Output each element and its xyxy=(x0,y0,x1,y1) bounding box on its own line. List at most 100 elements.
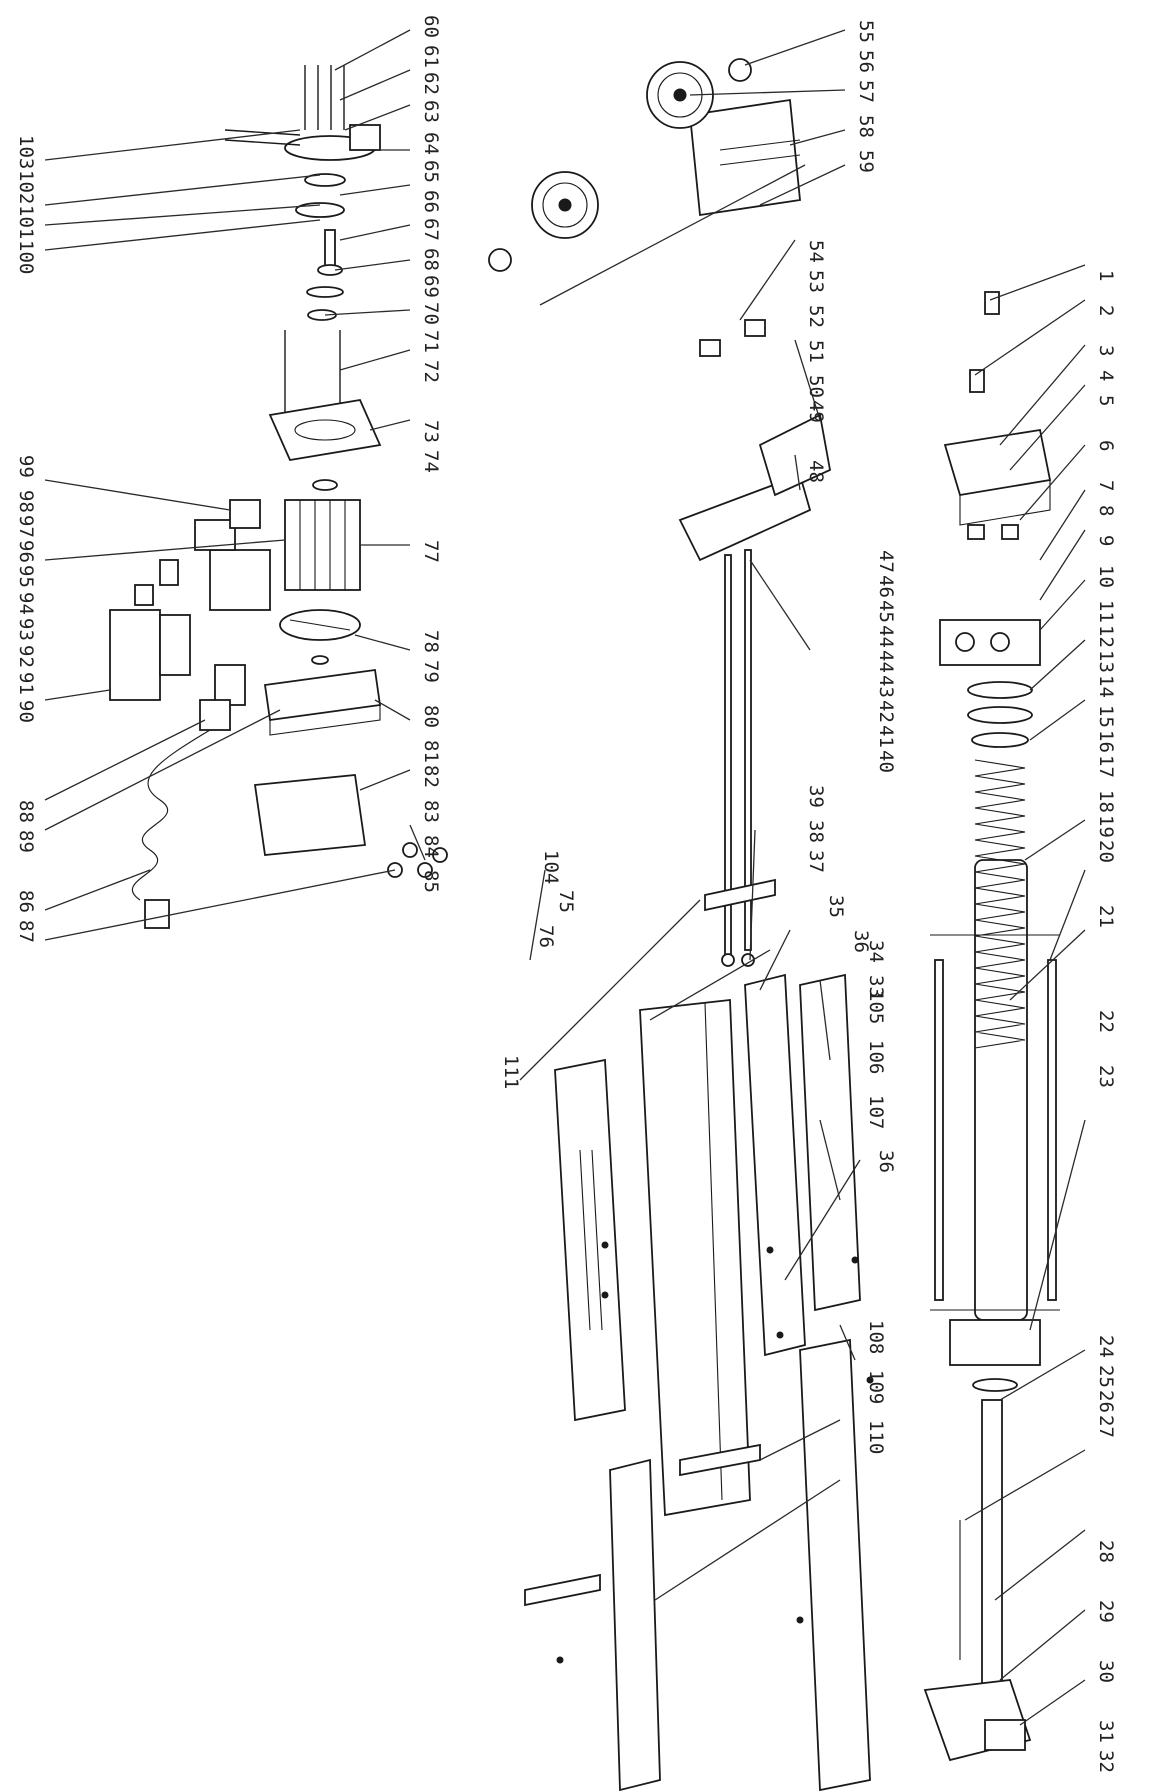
callout-56: 56 xyxy=(855,50,877,73)
callout-34: 34 xyxy=(865,940,887,963)
callout-13: 13 xyxy=(1095,650,1117,673)
callout-19: 19 xyxy=(1095,815,1117,838)
motor-flange xyxy=(268,398,382,462)
capacitor xyxy=(214,664,246,706)
callout-65: 65 xyxy=(420,160,442,183)
coil-spring xyxy=(974,759,1026,1049)
frame-assembly xyxy=(524,319,874,1792)
callout-17: 17 xyxy=(1095,755,1117,778)
callout-75: 75 xyxy=(555,890,577,913)
callout-27: 27 xyxy=(1095,1415,1117,1438)
callout-81: 81 xyxy=(420,740,442,763)
callout-40: 40 xyxy=(875,750,897,773)
wheel-bracket xyxy=(689,98,801,217)
callout-104: 104 xyxy=(540,850,562,884)
callout-51: 51 xyxy=(805,340,827,363)
lift-assembly xyxy=(923,291,1060,1762)
callout-66: 66 xyxy=(420,190,442,213)
callout-103: 103 xyxy=(15,135,37,169)
callout-12: 12 xyxy=(1095,625,1117,648)
left-side-plate xyxy=(554,1058,626,1422)
callout-105: 105 xyxy=(865,990,887,1024)
callout-42: 42 xyxy=(875,700,897,723)
callout-16: 16 xyxy=(1095,730,1117,753)
callout-94: 94 xyxy=(15,592,37,615)
callout-39: 39 xyxy=(805,785,827,808)
callout-78: 78 xyxy=(420,630,442,653)
main-channel xyxy=(639,998,751,1517)
callout-101: 101 xyxy=(15,205,37,239)
callout-53: 53 xyxy=(805,270,827,293)
callout-36-upper: 36 xyxy=(850,930,872,953)
callout-62: 62 xyxy=(420,72,442,95)
callout-73: 73 xyxy=(420,420,442,443)
callout-96: 96 xyxy=(15,540,37,563)
callout-88: 88 xyxy=(15,800,37,823)
callout-100: 100 xyxy=(15,240,37,274)
callout-99: 99 xyxy=(15,455,37,478)
callout-89: 89 xyxy=(15,830,37,853)
callout-107: 107 xyxy=(865,1095,887,1129)
callout-22: 22 xyxy=(1095,1010,1117,1033)
callout-76: 76 xyxy=(535,925,557,948)
callout-80: 80 xyxy=(420,705,442,728)
callout-108: 108 xyxy=(865,1320,887,1354)
callout-28: 28 xyxy=(1095,1540,1117,1563)
callout-33: 33 xyxy=(865,975,887,998)
callout-55: 55 xyxy=(855,20,877,43)
bottom-block xyxy=(949,1319,1041,1366)
side-switch xyxy=(229,499,261,529)
top-clamp-block xyxy=(939,619,1041,666)
callout-70: 70 xyxy=(420,302,442,325)
power-cable xyxy=(131,729,211,901)
callout-110: 110 xyxy=(865,1420,887,1454)
callout-30: 30 xyxy=(1095,1660,1117,1683)
right-side-plate xyxy=(744,973,806,1357)
callout-84: 84 xyxy=(420,835,442,858)
callout-3: 3 xyxy=(1095,345,1117,356)
callout-57: 57 xyxy=(855,80,877,103)
callout-48: 48 xyxy=(805,460,827,483)
callouts-lift: 1 2 3 4 5 6 7 8 9 10 11 12 13 14 15 16 1… xyxy=(1095,270,1117,1773)
callout-5: 5 xyxy=(1095,395,1117,406)
callout-106: 106 xyxy=(865,1040,887,1074)
callout-43: 43 xyxy=(875,675,897,698)
callout-14: 14 xyxy=(1095,675,1117,698)
control-box xyxy=(109,609,161,701)
callout-38: 38 xyxy=(805,820,827,843)
callouts-motor: 60 61 62 63 64 65 66 67 68 69 70 71 72 7… xyxy=(15,15,442,943)
callout-11: 11 xyxy=(1095,600,1117,623)
callout-20: 20 xyxy=(1095,840,1117,863)
callout-46: 46 xyxy=(875,575,897,598)
callout-37: 37 xyxy=(805,850,827,873)
callout-79: 79 xyxy=(420,660,442,683)
callout-91: 91 xyxy=(15,672,37,695)
callout-21: 21 xyxy=(1095,905,1117,928)
callout-8: 8 xyxy=(1095,505,1117,516)
callout-60: 60 xyxy=(420,15,442,38)
callout-4: 4 xyxy=(1095,370,1117,381)
side-rod-right xyxy=(1047,959,1057,1301)
callout-98: 98 xyxy=(15,490,37,513)
callout-95: 95 xyxy=(15,565,37,588)
callout-63: 63 xyxy=(420,100,442,123)
lower-slide-plate xyxy=(799,1338,871,1792)
callout-9: 9 xyxy=(1095,535,1117,546)
callout-15: 15 xyxy=(1095,705,1117,728)
callout-41: 41 xyxy=(875,725,897,748)
callouts-wheel: 55 56 57 58 59 xyxy=(855,20,877,173)
callout-61: 61 xyxy=(420,45,442,68)
callout-44b: 44 xyxy=(875,625,897,648)
callout-77: 77 xyxy=(420,540,442,563)
callout-59: 59 xyxy=(855,150,877,173)
callout-92: 92 xyxy=(15,645,37,668)
callout-36-lower: 36 xyxy=(875,1150,897,1173)
power-plug xyxy=(144,899,170,929)
callout-82: 82 xyxy=(420,765,442,788)
callout-64: 64 xyxy=(420,132,442,155)
callout-74: 74 xyxy=(420,450,442,473)
callout-44a: 44 xyxy=(875,650,897,673)
callout-25: 25 xyxy=(1095,1365,1117,1388)
callout-26: 26 xyxy=(1095,1390,1117,1413)
